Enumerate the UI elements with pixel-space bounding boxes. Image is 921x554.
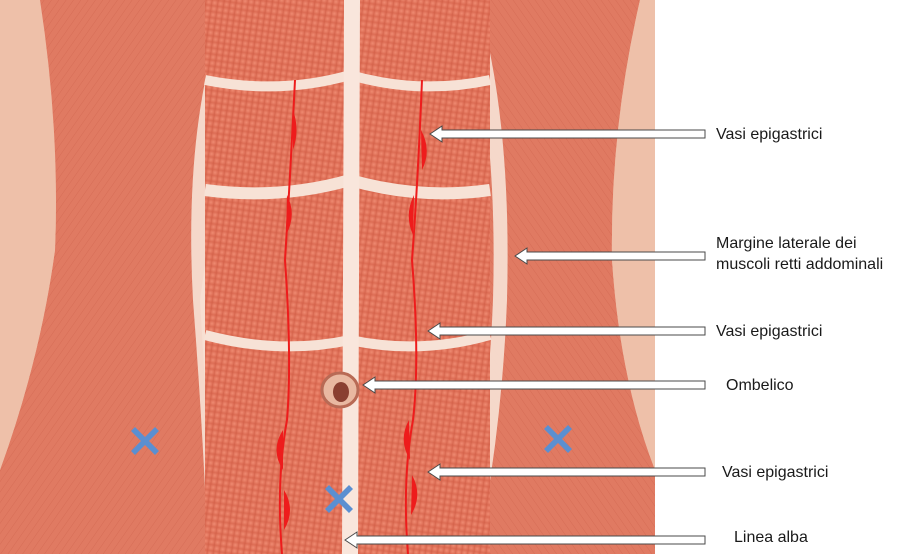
label-epigastric-mid: Vasi epigastrici [716,321,822,342]
label-umbilicus: Ombelico [726,375,794,396]
linea-alba-band [350,0,352,554]
label-lateral-margin-line1: Margine laterale dei [716,233,857,254]
label-epigastric-top: Vasi epigastrici [716,124,822,145]
label-epigastric-low: Vasi epigastrici [722,462,828,483]
label-lateral-margin-line2: muscoli retti addominali [716,254,883,275]
label-linea-alba: Linea alba [734,527,808,548]
